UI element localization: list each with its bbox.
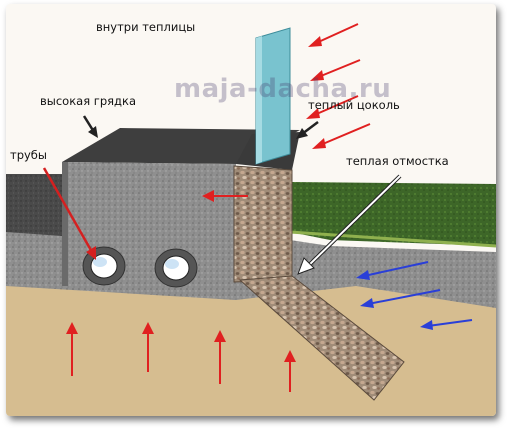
pipe-icon <box>154 248 198 288</box>
label-warm-blind-area: теплая отмостка <box>346 154 449 168</box>
soil-layer <box>6 283 496 416</box>
label-inside-greenhouse: внутри теплицы <box>96 20 196 34</box>
cross-section-drawing <box>6 23 496 416</box>
label-pointers <box>82 115 319 139</box>
warm-blind-area <box>238 275 405 401</box>
label-warm-plinth: теплый цоколь <box>308 98 400 112</box>
heat-arrow-icon <box>66 23 371 392</box>
pipes-pointer <box>42 167 96 260</box>
diagram-frame: maja-dacha.ru внутри теплицы высокая гря… <box>6 4 496 416</box>
dark-edge-left <box>6 174 62 236</box>
warm-plinth <box>233 165 293 283</box>
glass-pane-edge <box>256 36 262 164</box>
raised-bed-side-shadow <box>62 162 68 286</box>
raised-bed-front <box>62 162 236 300</box>
blind-area-pointer <box>297 174 402 275</box>
label-pipes: трубы <box>10 148 47 162</box>
watermark: maja-dacha.ru <box>174 74 392 104</box>
grass-edge <box>289 230 496 248</box>
label-raised-bed: высокая грядка <box>40 94 136 108</box>
cold-arrow-icon <box>356 261 473 330</box>
raised-bed-top <box>62 128 300 164</box>
grass-area <box>290 182 496 246</box>
